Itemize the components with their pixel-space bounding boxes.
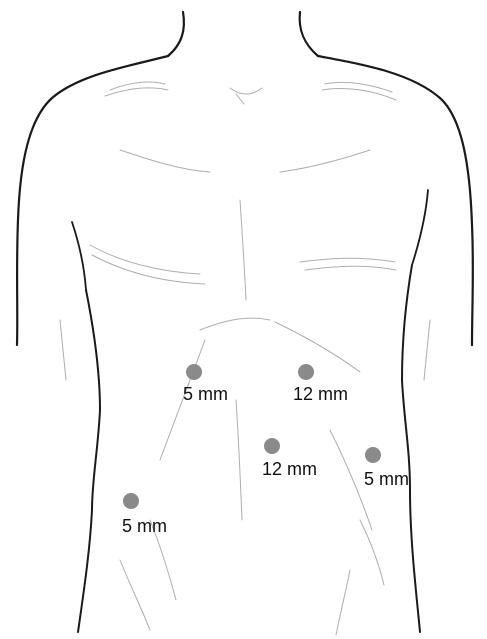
port-label-right-flank: 5 mm bbox=[364, 470, 409, 488]
neck-right-outline bbox=[300, 12, 318, 56]
right-flank-outline bbox=[402, 265, 420, 632]
port-label-lower-left: 5 mm bbox=[122, 517, 167, 535]
left-flank-outline bbox=[78, 290, 100, 632]
port-marker-umbilical bbox=[264, 438, 280, 454]
port-marker-right-flank bbox=[365, 447, 381, 463]
neck-left-outline bbox=[168, 12, 184, 56]
port-marker-upper-left bbox=[186, 364, 202, 380]
port-marker-lower-left bbox=[123, 493, 139, 509]
port-label-umbilical: 12 mm bbox=[262, 460, 317, 478]
sketch-shading bbox=[60, 82, 430, 635]
left-shoulder-outline bbox=[17, 56, 168, 345]
port-label-upper-left: 5 mm bbox=[183, 385, 228, 403]
port-label-upper-right: 12 mm bbox=[293, 385, 348, 403]
left-axilla-outline bbox=[72, 222, 86, 290]
port-marker-upper-right bbox=[298, 364, 314, 380]
right-axilla-outline bbox=[412, 190, 428, 265]
